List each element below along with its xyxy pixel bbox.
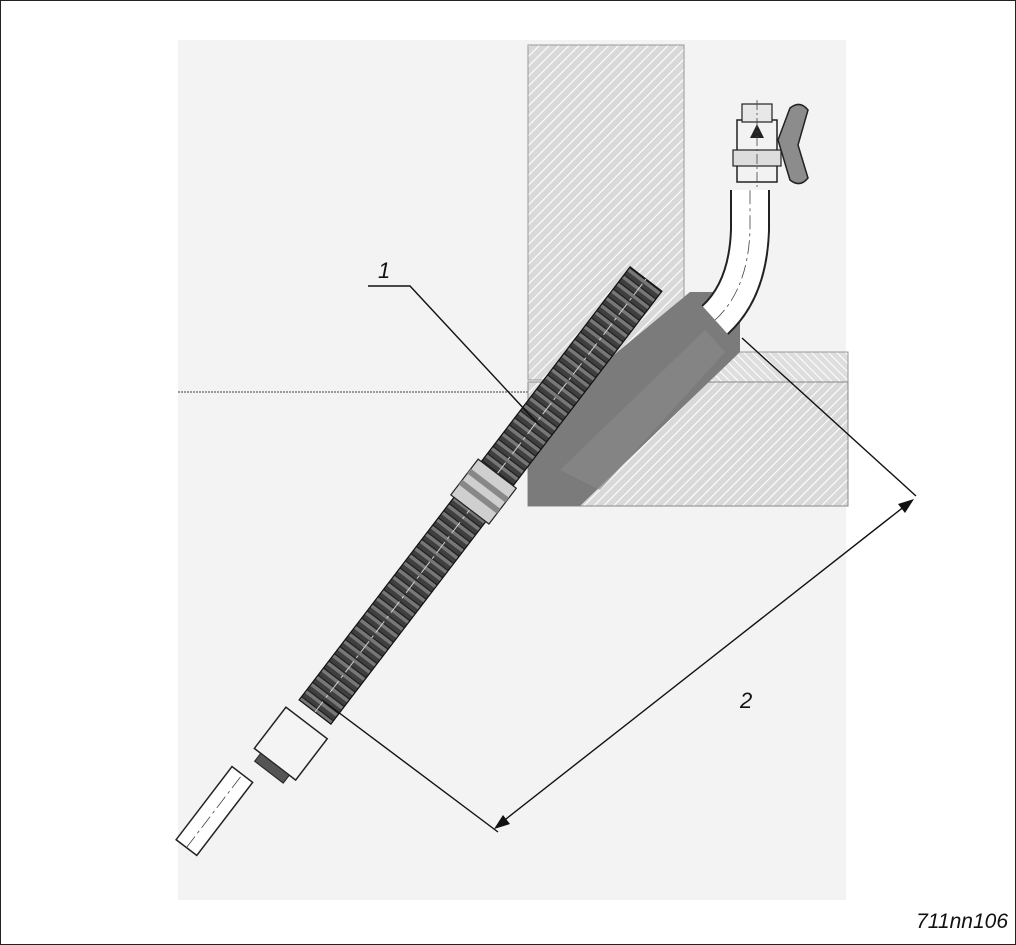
dim-extension-lower (321, 699, 499, 833)
sleeve-inner-gap (560, 330, 725, 490)
dim-extension-upper (741, 337, 917, 497)
dimension-line (496, 501, 911, 827)
dim-arrow-upper (898, 499, 914, 513)
lower-fitting (253, 706, 329, 784)
figure-id: 711nn106 (916, 910, 1008, 933)
ball-valve (732, 100, 809, 190)
corrugated-hose (298, 266, 663, 725)
dim-arrow-lower (494, 815, 510, 829)
callout-2-label: 2 (739, 688, 752, 713)
lower-pipe (175, 765, 254, 857)
callout-1-label: 1 (378, 258, 390, 283)
callout-1-leader (368, 285, 541, 427)
